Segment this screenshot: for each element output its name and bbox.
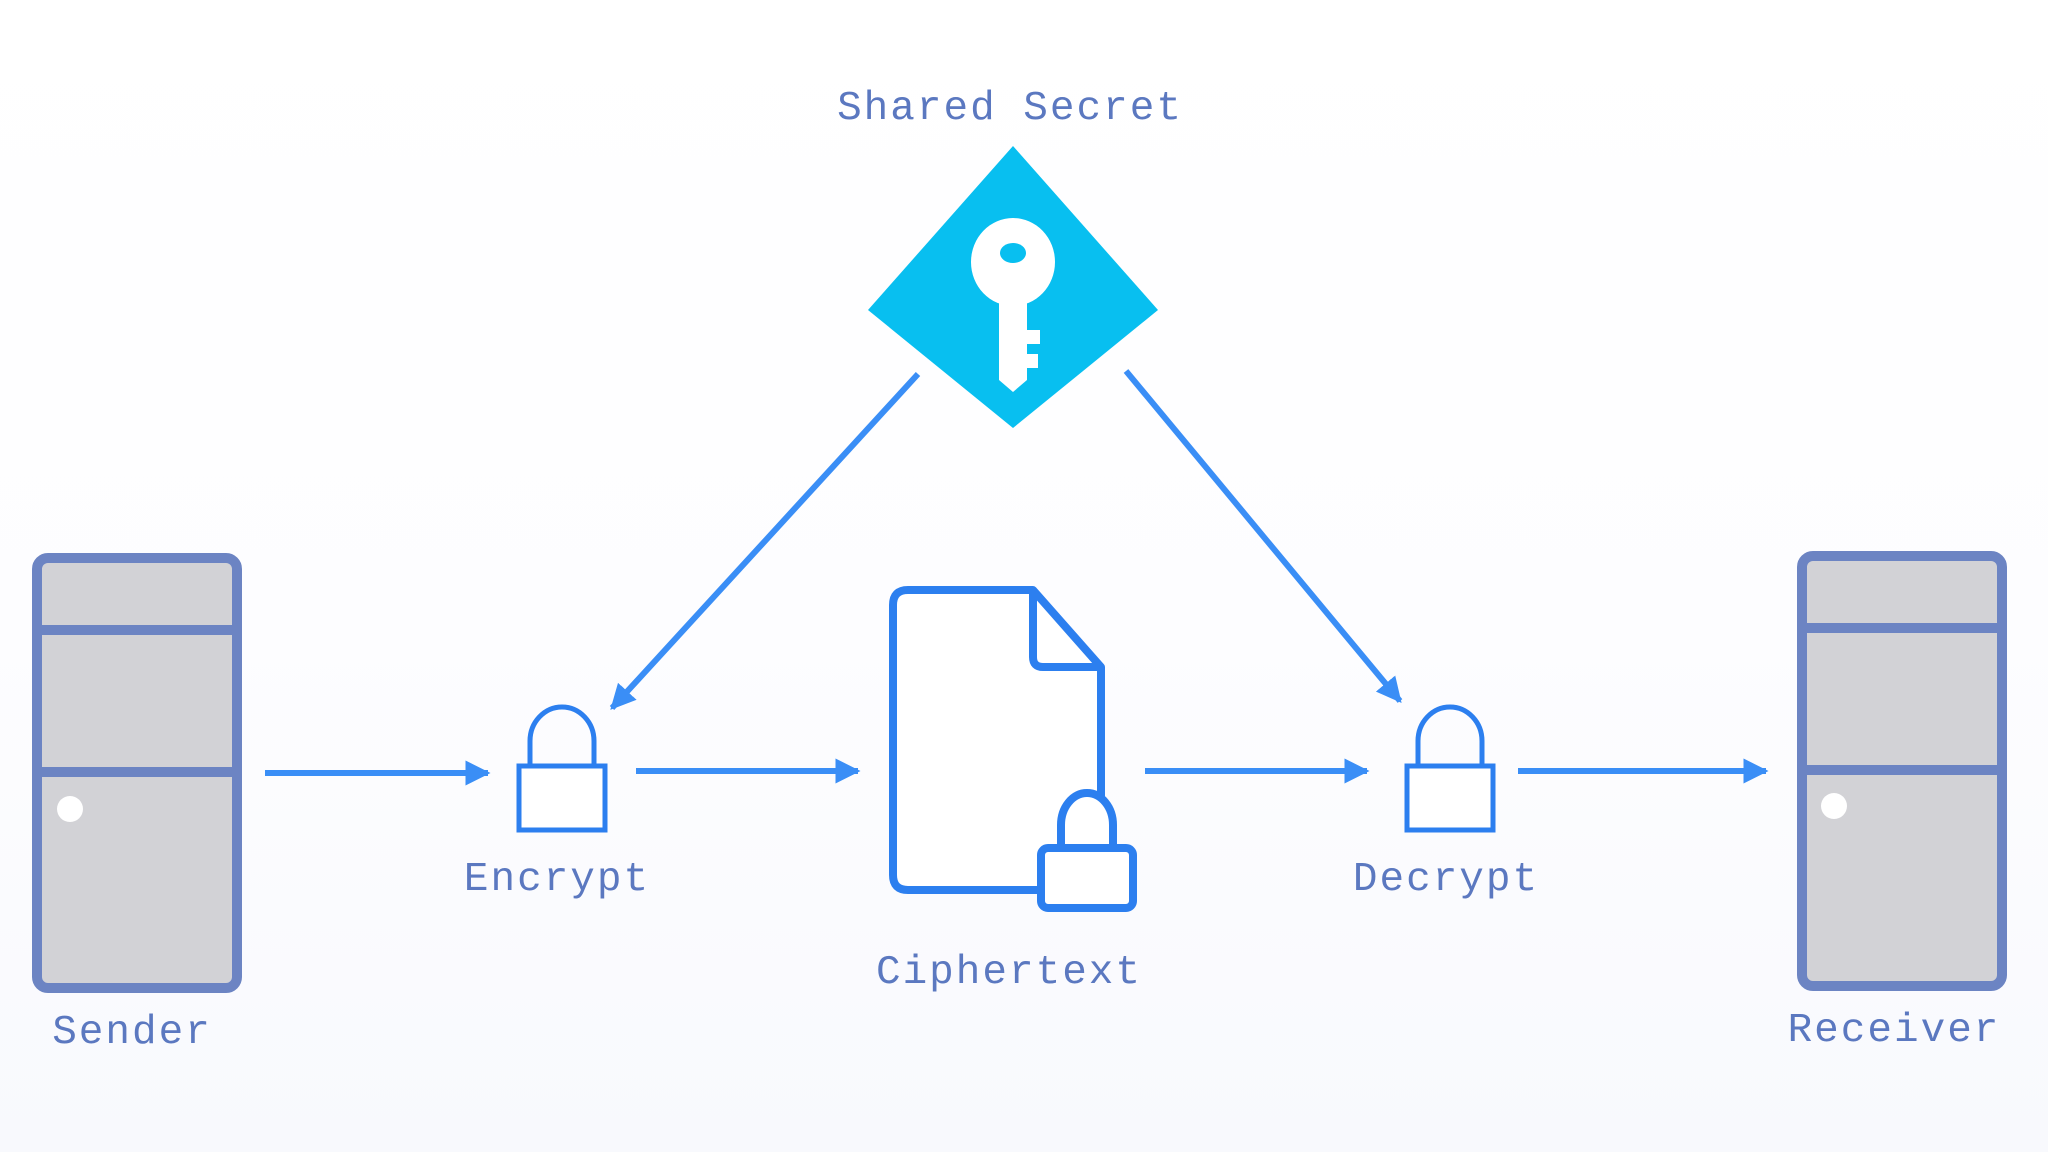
ciphertext-label: Ciphertext bbox=[875, 950, 1143, 996]
ciphertext-document-icon bbox=[889, 586, 1137, 912]
encrypt-label: Encrypt bbox=[463, 857, 651, 903]
receiver-label: Receiver bbox=[1787, 1008, 2001, 1054]
sender-server-icon bbox=[32, 553, 242, 993]
receiver-server-icon bbox=[1797, 551, 2007, 991]
decrypt-label: Decrypt bbox=[1352, 857, 1540, 903]
ciphertext-lock-icon bbox=[1037, 789, 1137, 912]
encrypt-lock-icon bbox=[516, 704, 608, 833]
arrow-secret-to-decrypt bbox=[1123, 369, 1403, 703]
shared-secret-label: Shared Secret bbox=[837, 86, 1183, 132]
decrypt-lock-icon bbox=[1404, 704, 1496, 833]
sender-label: Sender bbox=[52, 1010, 212, 1056]
key-icon bbox=[868, 146, 1158, 428]
arrow-secret-to-encrypt bbox=[609, 371, 921, 711]
